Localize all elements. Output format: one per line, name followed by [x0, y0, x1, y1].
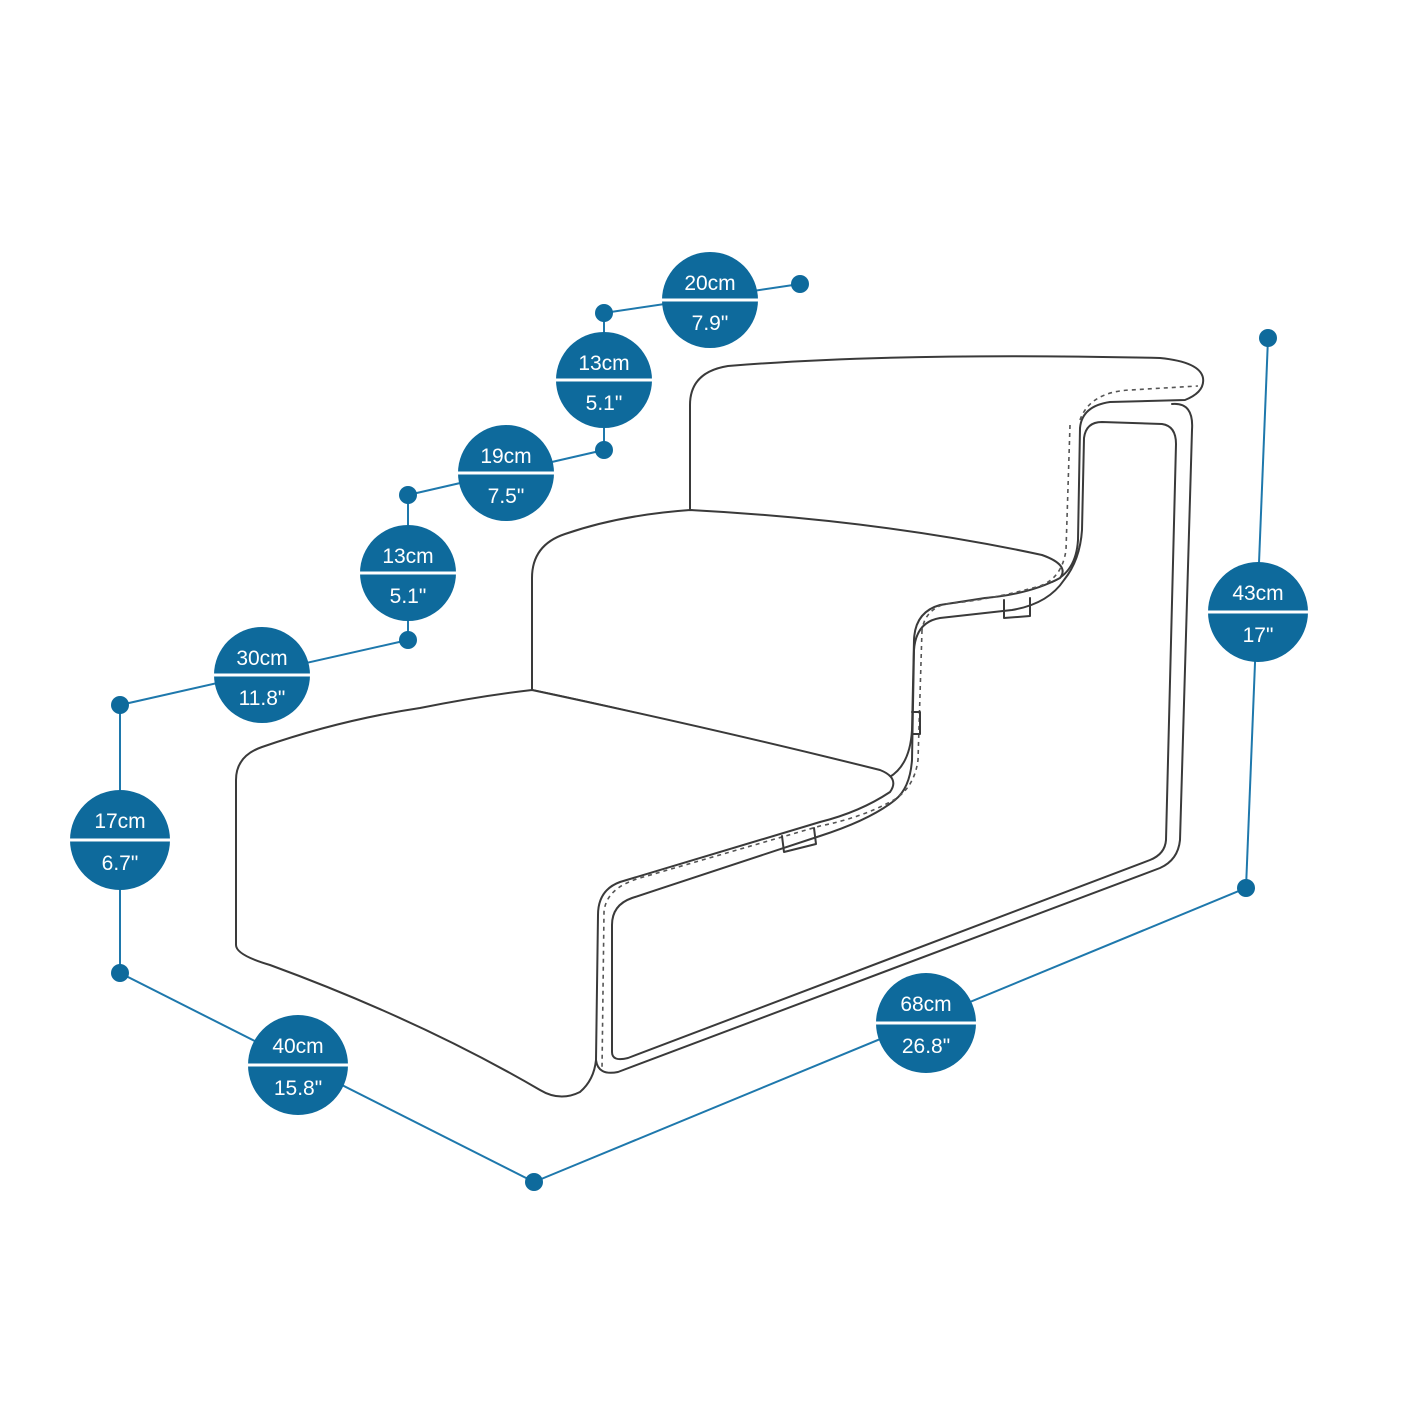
badge-imperial: 7.5": [488, 485, 525, 508]
badge-metric: 68cm: [900, 993, 951, 1016]
stairs-outline: [235, 355, 1205, 1098]
badge-length: 68cm 26.8": [876, 973, 976, 1073]
side-frame-inner: [611, 421, 1177, 1061]
endpoint-dot: [399, 631, 417, 649]
badge-bottom-step-depth: 30cm 11.8": [214, 627, 310, 723]
endpoint-dot: [791, 275, 809, 293]
stitch-top-riser: [921, 424, 1071, 631]
badge-width: 40cm 15.8": [248, 1015, 348, 1115]
badge-top-riser-height: 13cm 5.1": [556, 332, 652, 428]
badge-top-step-depth: 20cm 7.9": [662, 252, 758, 348]
badge-metric: 40cm: [272, 1035, 323, 1058]
stitch-middle-riser: [601, 629, 923, 1071]
badge-total-height: 43cm 17": [1208, 562, 1308, 662]
badge-metric: 20cm: [684, 272, 735, 295]
badge-middle-riser-height: 13cm 5.1": [360, 525, 456, 621]
endpoint-dot: [399, 486, 417, 504]
endpoint-dot: [595, 304, 613, 322]
endpoint-dot: [111, 964, 129, 982]
badge-imperial: 6.7": [102, 852, 139, 875]
badge-imperial: 26.8": [902, 1035, 950, 1058]
badge-metric: 13cm: [382, 545, 433, 568]
badge-bottom-step-height: 17cm 6.7": [70, 790, 170, 890]
endpoint-dot: [1259, 329, 1277, 347]
clip-lower: [781, 827, 817, 853]
bottom-step: [235, 689, 895, 1098]
clip-upper: [1003, 597, 1031, 619]
badge-metric: 19cm: [480, 445, 531, 468]
badge-metric: 17cm: [94, 810, 145, 833]
badge-imperial: 11.8": [239, 687, 286, 710]
badge-imperial: 17": [1243, 624, 1274, 647]
badge-imperial: 5.1": [390, 585, 427, 608]
badge-imperial: 15.8": [274, 1077, 322, 1100]
dimension-endpoints: [111, 275, 1277, 1191]
clip-mid: [911, 711, 921, 735]
badge-metric: 43cm: [1232, 582, 1283, 605]
endpoint-dot: [1237, 879, 1255, 897]
badge-metric: 30cm: [236, 647, 287, 670]
badge-middle-step-depth: 19cm 7.5": [458, 425, 554, 521]
badge-imperial: 5.1": [586, 392, 623, 415]
endpoint-dot: [525, 1173, 543, 1191]
badge-imperial: 7.9": [692, 312, 729, 335]
badge-metric: 13cm: [578, 352, 629, 375]
side-frame-outer: [595, 402, 1194, 1074]
endpoint-dot: [595, 441, 613, 459]
endpoint-dot: [111, 696, 129, 714]
